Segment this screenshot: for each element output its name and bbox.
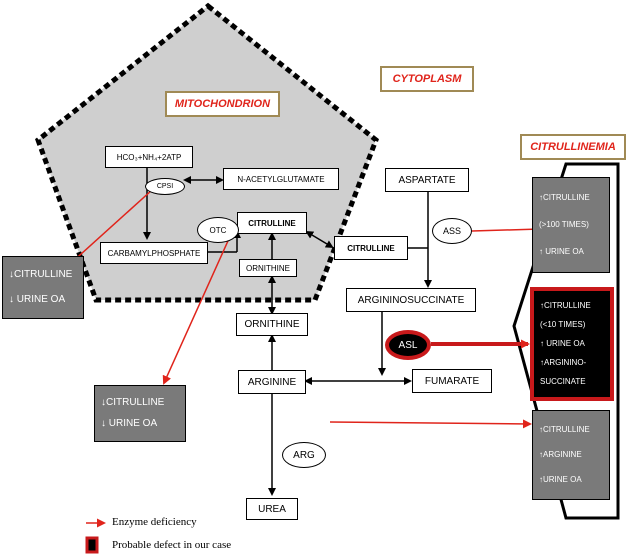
ornithine-node: ORNITHINE xyxy=(236,313,308,336)
ass-deficiency-panel: ↑CITRULLINE (>100 TIMES) ↑ URINE OA xyxy=(532,177,610,273)
asl-deficiency-panel: ↑CITRULLINE (<10 TIMES) ↑ URINE OA ↑ARGI… xyxy=(530,287,614,401)
carbamylphosphate-node: CARBAMYLPHOSPHATE xyxy=(100,242,208,264)
arginine-node: ARGININE xyxy=(238,370,306,394)
panel-line: ↓ URINE OA xyxy=(101,418,158,429)
cytoplasm-title: CYTOPLASM xyxy=(380,66,474,92)
n-acetylglutamate-node: N-ACETYLGLUTAMATE xyxy=(223,168,339,190)
panel-line: ↓CITRULLINE xyxy=(9,269,73,280)
legend-enzyme-deficiency: Enzyme deficiency xyxy=(112,516,197,528)
panel-line: (<10 TIMES) xyxy=(540,320,586,330)
arg-enzyme: ARG xyxy=(282,442,326,468)
panel-line: ↓ URINE OA xyxy=(9,293,66,305)
asl-enzyme: ASL xyxy=(385,330,431,360)
panel-line: ↑URINE OA xyxy=(539,475,582,485)
otc-deficiency-panel: ↓CITRULLINE ↓ URINE OA xyxy=(94,385,186,442)
arrow-citrulline-transport xyxy=(305,230,334,249)
cpsi-enzyme: CPSI xyxy=(145,178,185,195)
fumarate-node: FUMARATE xyxy=(412,369,492,393)
aspartate-node: ASPARTATE xyxy=(385,168,469,192)
panel-line: (>100 TIMES) xyxy=(539,219,589,229)
argininosuccinate-node: ARGININOSUCCINATE xyxy=(346,288,476,312)
ass-enzyme: ASS xyxy=(432,218,472,244)
panel-line: SUCCINATE xyxy=(540,376,586,386)
citrullinemia-title: CITRULLINEMIA xyxy=(520,134,626,160)
panel-line: ↓CITRULLINE xyxy=(101,396,165,408)
hco3-node: HCO₃+NH₄+2ATP xyxy=(105,146,193,168)
red-arrow-cpsi xyxy=(68,189,153,266)
mitochondrion-title: MITOCHONDRION xyxy=(165,91,280,117)
panel-line: ↑ARGININE xyxy=(539,449,582,459)
citrulline-cyto-node: CITRULLINE xyxy=(334,236,408,260)
panel-line: ↑CITRULLINE xyxy=(539,192,590,202)
panel-line: ↑ URINE OA xyxy=(540,338,585,348)
red-arrow-otc xyxy=(162,231,233,385)
panel-line: ↑ URINE OA xyxy=(539,247,584,257)
cpsi-deficiency-panel: ↓CITRULLINE ↓ URINE OA xyxy=(2,256,84,319)
legend-probable-defect: Probable defect in our case xyxy=(112,539,232,551)
arg-deficiency-panel: ↑CITRULLINE ↑ARGININE ↑URINE OA xyxy=(532,410,610,500)
urea-node: UREA xyxy=(246,498,298,520)
panel-line: ↑CITRULLINE xyxy=(540,301,591,311)
citrulline-mito-node: CITRULLINE xyxy=(237,212,307,234)
panel-line: ↑CITRULLINE xyxy=(539,424,590,434)
otc-enzyme: OTC xyxy=(197,217,239,243)
legend-defect-icon xyxy=(85,536,99,554)
red-arrow-ass xyxy=(471,224,542,234)
ornithine-mito-node: ORNITHINE xyxy=(239,259,297,277)
red-arrow-arg xyxy=(329,419,532,429)
panel-line: ↑ARGININO- xyxy=(540,357,587,367)
citrullinemia-bracket xyxy=(512,162,620,520)
